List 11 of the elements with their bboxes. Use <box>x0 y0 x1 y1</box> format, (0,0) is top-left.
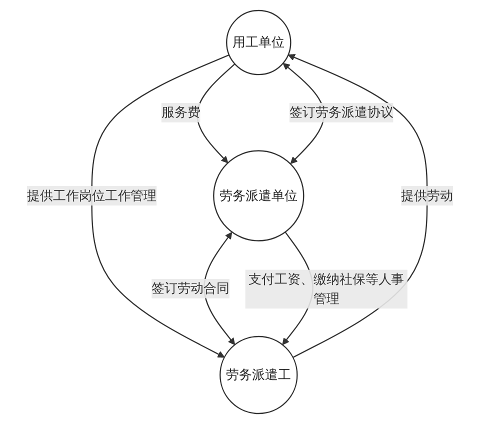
edge-label: 签订劳务派遣协议 <box>289 104 394 120</box>
node-circle: 用工单位 <box>226 10 292 76</box>
edge-label: 支付工资、缴纳社保等人事管理 <box>248 271 404 306</box>
node-circle: 劳务派遣单位 <box>213 150 304 242</box>
arrow <box>288 54 428 358</box>
edge-label: 提供工作岗位工作管理 <box>26 188 157 204</box>
edge-label: 提供劳动 <box>401 188 454 204</box>
edge-label: 服务费 <box>161 104 200 120</box>
node-circle: 劳务派遣工 <box>220 336 298 414</box>
edge-label: 签订劳动合同 <box>152 280 230 296</box>
arrow <box>91 54 230 358</box>
